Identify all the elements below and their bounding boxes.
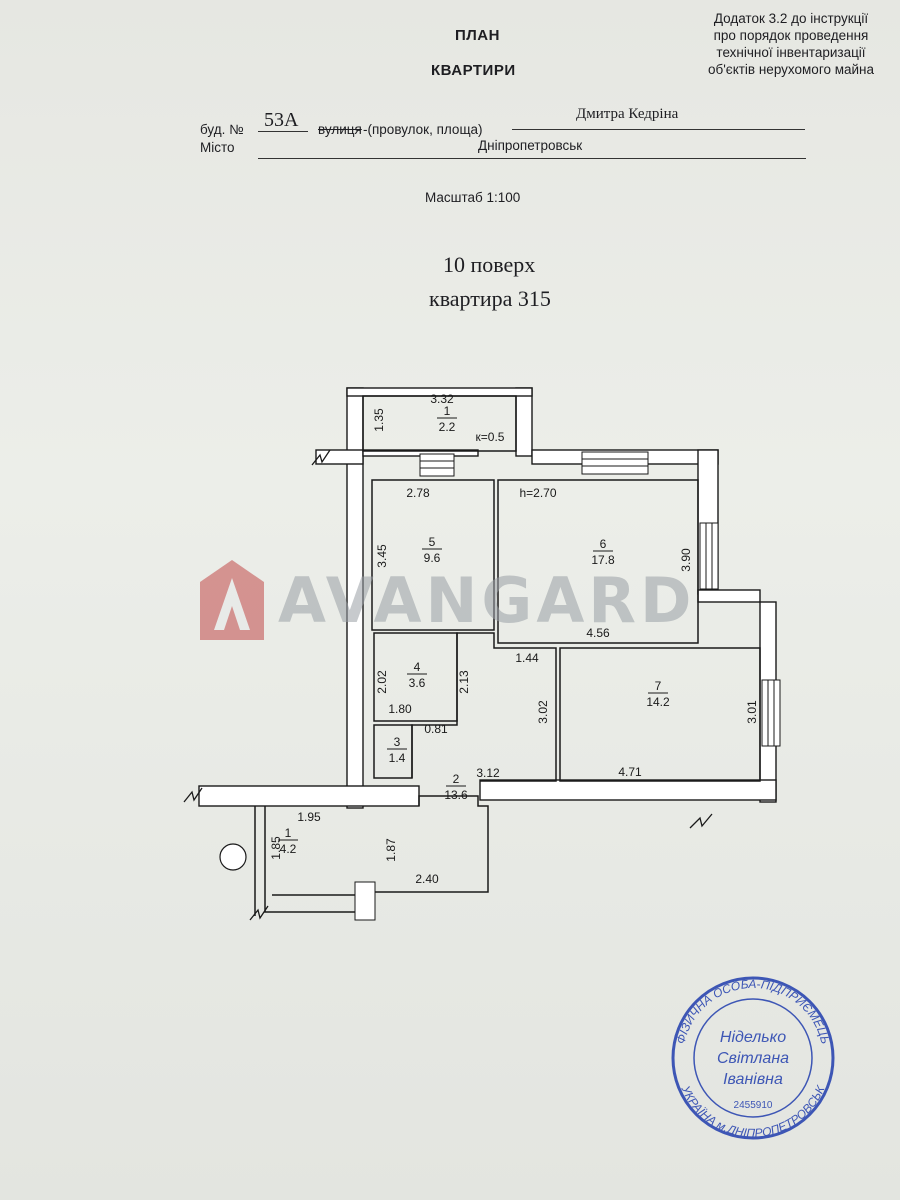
dimension-label: 0.81: [424, 722, 448, 736]
dimension-label: 3.32: [430, 392, 454, 406]
stamp-name-1: Ніделько: [720, 1029, 786, 1046]
apartment-label: квартира 315: [429, 286, 551, 311]
dimension-label: 2.40: [415, 872, 439, 886]
dimension-label: 2.02: [375, 670, 389, 694]
dimension-label: 3.01: [745, 700, 759, 724]
dimension-label: 1.95: [297, 810, 321, 824]
scale-label: Масштаб 1:100: [425, 190, 521, 205]
dimension-label: 3.02: [536, 700, 550, 724]
dimension-label: 1.80: [388, 702, 412, 716]
room-number: 1: [285, 826, 292, 840]
room-number: 1: [444, 404, 451, 418]
room-number: 6: [600, 537, 607, 551]
room-area: 3.6: [409, 676, 426, 690]
dimension-label: 1.35: [372, 408, 386, 432]
room-area: 2.2: [439, 420, 456, 434]
dimension-label: 1.85: [269, 836, 283, 860]
room-number: 7: [655, 679, 662, 693]
building-number: 53А: [264, 109, 299, 131]
dimension-label: 3.12: [476, 766, 500, 780]
room-number: 3: [394, 735, 401, 749]
stamp: ФІЗИЧНА ОСОБА-ПІДПРИЄМЕЦЬ УКРАЇНА м.ДНІП…: [671, 976, 835, 1140]
watermark-logo-icon: [200, 560, 264, 640]
watermark-text: AVANGARD: [278, 563, 696, 637]
room-number: 5: [429, 535, 436, 549]
watermark: AVANGARD: [200, 560, 696, 640]
room-area: 4.2: [280, 842, 297, 856]
dimension-label: 4.71: [618, 765, 642, 779]
dimension-label: 1.87: [384, 838, 398, 862]
stamp-ring-bottom: УКРАЇНА м.ДНІПРОПЕТРОВСЬК: [678, 1083, 828, 1140]
building-label: буд. №: [200, 122, 244, 137]
plan-subtitle: КВАРТИРИ: [431, 62, 516, 79]
dimension-label: 4.56: [586, 626, 610, 640]
room-number: 2: [453, 772, 460, 786]
appendix-note: Додаток 3.2 до інструкції про порядок пр…: [707, 11, 874, 77]
street-value: Дмитра Кедріна: [576, 106, 679, 122]
floor-label: 10 поверх: [443, 252, 536, 277]
room-area: 14.2: [646, 695, 670, 709]
dimension-label: h=2.70: [519, 486, 556, 500]
stamp-name-3: Іванівна: [723, 1071, 783, 1088]
stamp-name-2: Світлана: [717, 1050, 789, 1067]
dimension-label: 3.90: [679, 548, 693, 572]
dimension-label: 3.45: [375, 544, 389, 568]
street-label: -(провулок, площа): [363, 122, 483, 137]
room-number: 4: [414, 660, 421, 674]
room-area: 1.4: [389, 751, 406, 765]
city-label: Місто: [200, 140, 235, 155]
svg-text:УКРАЇНА м.ДНІПРОПЕТРОВСЬК: УКРАЇНА м.ДНІПРОПЕТРОВСЬК: [678, 1083, 828, 1140]
dimension-label: 1.44: [515, 651, 539, 665]
stamp-code: 2455910: [734, 1100, 773, 1111]
dimension-label: 2.13: [457, 670, 471, 694]
dimension-label: 2.78: [406, 486, 430, 500]
plan-title: ПЛАН: [455, 27, 500, 44]
dimension-label: к=0.5: [476, 430, 505, 444]
room-area: 17.8: [591, 553, 615, 567]
room-area: 9.6: [424, 551, 441, 565]
street-label-struck: вулиця: [318, 122, 362, 137]
city-value: Дніпропетровськ: [478, 138, 583, 153]
room-area: 13.6: [444, 788, 468, 802]
